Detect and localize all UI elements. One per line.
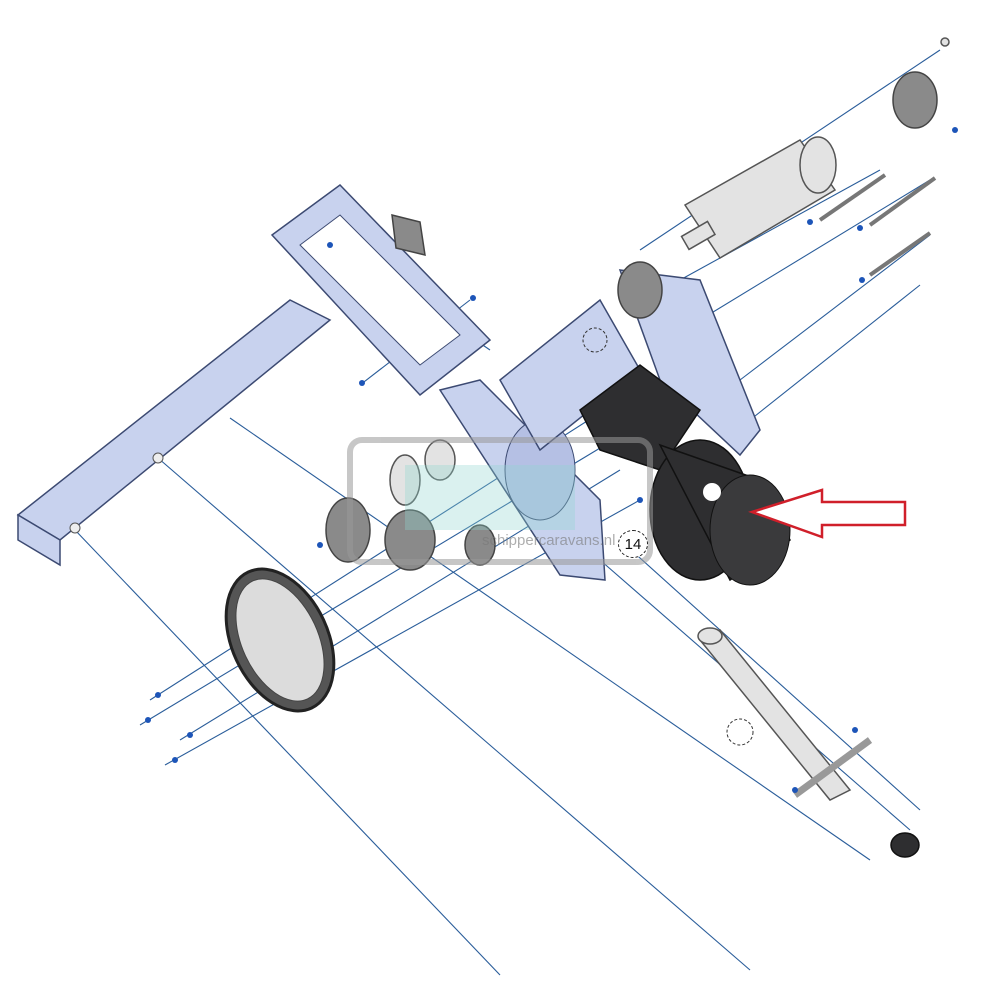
bracket-frame [270,184,492,397]
sprocket-disc [224,567,336,713]
end-cap [892,37,950,129]
watermark-text: schippercaravans.nl [482,532,616,549]
callout-label-14: 14 [618,530,648,558]
long-bolts [818,173,937,277]
roller [680,136,837,260]
highlight-arrow [748,488,907,539]
gear-plate [617,261,761,457]
callout-number: 14 [624,535,642,553]
motor [579,364,791,586]
watermark [347,437,653,565]
mounting-plate [438,379,606,581]
drive-shaft [697,627,920,858]
small-bolts [145,127,958,793]
pulleys [325,439,496,571]
long-beam [16,299,332,567]
leader-lines [74,49,941,976]
